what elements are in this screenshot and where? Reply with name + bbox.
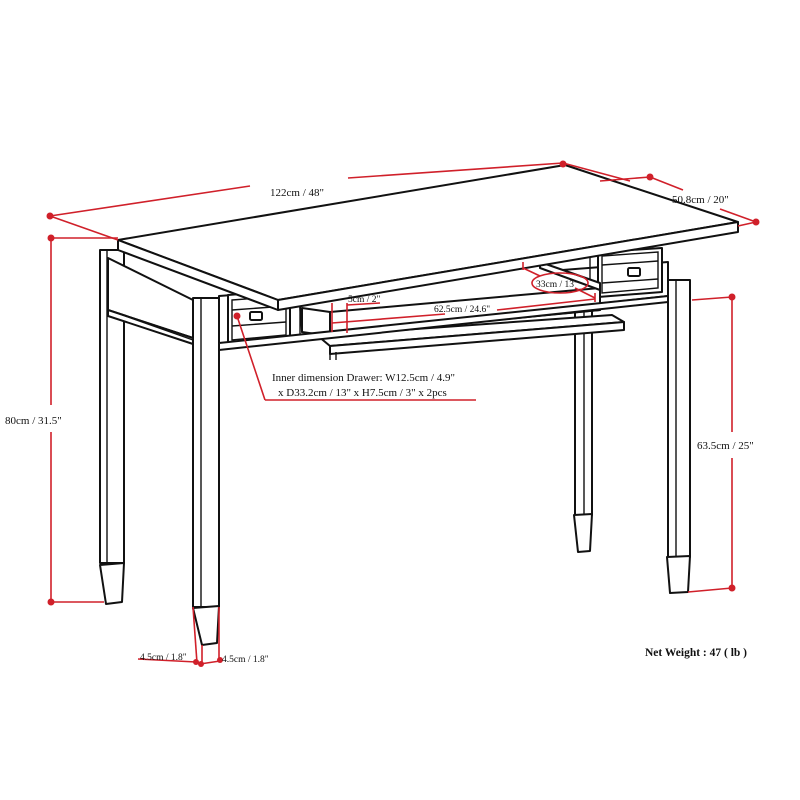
front-rail [218, 295, 669, 351]
tray-depth-label: 33cm / 13" [536, 280, 578, 290]
width-label: 122cm / 48" [270, 187, 324, 199]
front-center-leg [192, 297, 220, 646]
depth-dimension [599, 173, 760, 227]
right-drawer-handle-icon [627, 267, 641, 277]
depth-label: 50.8cm / 20" [672, 194, 729, 206]
net-weight-label: Net Weight : 47 ( lb ) [645, 647, 747, 659]
leg-depth-label: 4.5cm / 1.8" [222, 655, 269, 665]
tray-dimensions [331, 262, 596, 333]
height-label: 80cm / 31.5" [5, 415, 62, 427]
tray-depth-callout [531, 272, 589, 294]
desk-drawing [99, 164, 739, 646]
leg-size-dimensions [137, 606, 223, 667]
leg-clearance-dimension [687, 293, 736, 593]
drawer-note-line2: x D33.2cm / 13" x H7.5cm / 3" x 2pcs [278, 387, 447, 399]
height-dimension [47, 234, 118, 606]
right-drawer [597, 247, 663, 298]
width-dimension [46, 160, 631, 241]
back-right-leg [666, 279, 691, 594]
dimension-lines [46, 160, 760, 667]
leg-width-label: 4.5cm / 1.8" [140, 653, 187, 663]
drawer-callout-leader [233, 312, 476, 401]
drawer-note-line1: Inner dimension Drawer: W12.5cm / 4.9" [272, 372, 455, 384]
desk-top [117, 164, 739, 311]
front-left-leg [99, 249, 125, 605]
left-side-rail [107, 309, 194, 345]
leg-clearance-label: 63.5cm / 25" [697, 440, 754, 452]
back-left-leg [573, 299, 593, 553]
left-drawer-handle-icon [249, 311, 263, 321]
tray-width-label: 62.5cm / 24.6" [434, 305, 490, 315]
tray-height-label: 5cm / 2" [348, 295, 380, 305]
